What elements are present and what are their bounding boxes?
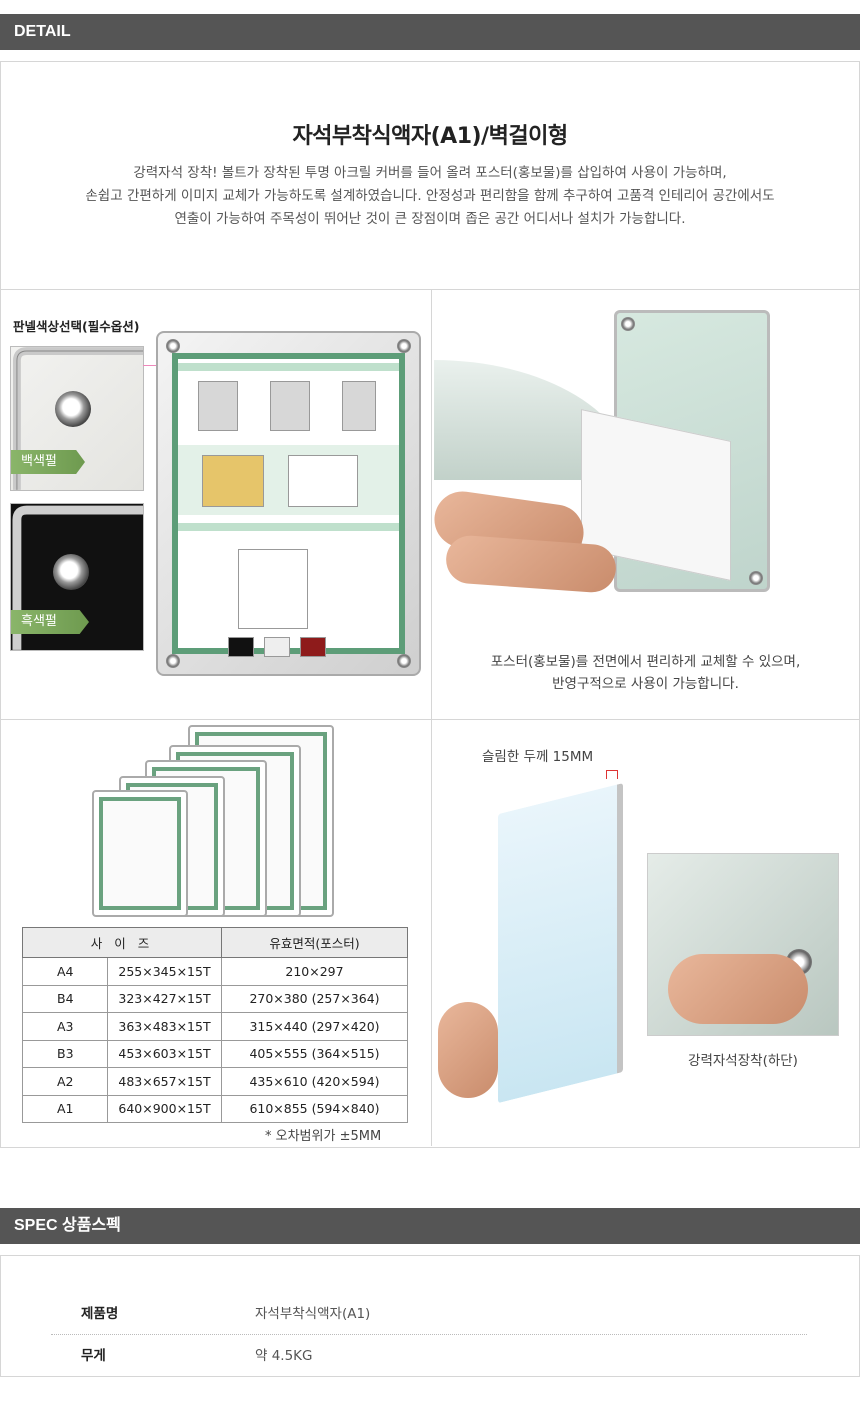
- area-cell: 270×380 (257×364): [221, 984, 408, 1013]
- detail-image-grid: 판넬색상선택(필수옵션) 백색펄 흑색펄: [0, 290, 860, 1148]
- dims-cell: 255×345×15T: [107, 957, 222, 986]
- panel-color-cell: 판넬색상선택(필수옵션) 백색펄 흑색펄: [1, 290, 432, 720]
- poster-band: [178, 363, 399, 371]
- description-line: 강력자석 장착! 볼트가 장착된 투명 아크릴 커버를 들어 올려 포스터(홍보…: [133, 165, 727, 181]
- area-cell: 405×555 (364×515): [221, 1039, 408, 1068]
- spec-key: 제품명: [81, 1306, 119, 1322]
- poster-band: [178, 523, 399, 531]
- thickness-label: 슬림한 두께 15MM: [482, 749, 594, 765]
- poster-image-block: [198, 381, 238, 431]
- tolerance-note: * 오차범위가 ±5MM: [265, 1129, 382, 1144]
- poster-image-block: [342, 381, 376, 431]
- product-description: 강력자석 장착! 볼트가 장착된 투명 아크릴 커버를 들어 올려 포스터(홍보…: [21, 162, 839, 231]
- spec-table: 제품명 자석부착식액자(A1) 무게 약 4.5KG: [0, 1255, 860, 1377]
- dims-cell: 323×427×15T: [107, 984, 222, 1013]
- model-cell: B4: [22, 984, 108, 1013]
- poster-paper: [178, 359, 399, 657]
- thickness-marker-icon: [606, 770, 618, 779]
- size-table: 사 이 즈 유효면적(포스터) A4 255×345×15T 210×297 B…: [22, 927, 408, 1123]
- dims-cell: 363×483×15T: [107, 1012, 222, 1041]
- table-row: A4 255×345×15T 210×297: [22, 957, 408, 986]
- poster-image-block: [228, 637, 254, 657]
- white-pearl-label: 백색펄: [11, 450, 85, 474]
- table-row: A2 483×657×15T 435×610 (420×594): [22, 1067, 408, 1096]
- table-header-row: 사 이 즈 유효면적(포스터): [22, 927, 408, 958]
- poster-image-block: [264, 637, 290, 657]
- black-pearl-swatch: 흑색펄: [10, 503, 144, 651]
- bolt-icon: [166, 339, 180, 353]
- poster-green-panel: [172, 353, 405, 657]
- bolt-icon: [749, 571, 763, 585]
- caption-line: 반영구적으로 사용이 가능합니다.: [552, 676, 739, 692]
- area-column-header: 유효면적(포스터): [221, 927, 408, 958]
- spec-row: 무게 약 4.5KG: [51, 1335, 807, 1377]
- product-intro: 자석부착식액자(A1)/벽걸이형 강력자석 장착! 볼트가 장착된 투명 아크릴…: [0, 61, 860, 290]
- magnet-caption: 강력자석장착(하단): [688, 1053, 798, 1069]
- area-cell: 610×855 (594×840): [221, 1094, 408, 1123]
- poster-image-block: [202, 455, 264, 507]
- dims-cell: 640×900×15T: [107, 1094, 222, 1123]
- frame-corner-icon: [12, 347, 143, 490]
- bolt-icon: [397, 654, 411, 668]
- model-cell: B3: [22, 1039, 108, 1068]
- bolt-icon: [166, 654, 180, 668]
- poster-change-cell: [432, 290, 859, 720]
- size-cell: [1, 720, 432, 1146]
- poster-frame-image: [156, 331, 421, 676]
- hand-image: [438, 1002, 498, 1098]
- table-row: B4 323×427×15T 270×380 (257×364): [22, 984, 408, 1013]
- model-cell: A2: [22, 1067, 108, 1096]
- white-pearl-swatch: 백색펄: [10, 346, 144, 491]
- side-view-frame-photo: [498, 783, 623, 1104]
- black-pearl-label: 흑색펄: [11, 610, 89, 634]
- bolt-icon: [397, 339, 411, 353]
- caption-line: 포스터(홍보물)를 전면에서 편리하게 교체할 수 있으며,: [490, 654, 801, 670]
- description-line: 손쉽고 간편하게 이미지 교체가 가능하도록 설계하였습니다. 안정성과 편리함…: [85, 188, 775, 204]
- bolt-icon: [53, 554, 89, 590]
- poster-change-caption: 포스터(홍보물)를 전면에서 편리하게 교체할 수 있으며, 반영구적으로 사용…: [432, 651, 859, 695]
- area-cell: 435×610 (420×594): [221, 1067, 408, 1096]
- spec-section-heading: SPEC 상품스펙: [0, 1208, 860, 1244]
- size-column-header: 사 이 즈: [22, 927, 222, 958]
- spec-value: 자석부착식액자(A1): [255, 1306, 371, 1322]
- detail-section-heading: DETAIL: [0, 14, 860, 50]
- model-cell: A1: [22, 1094, 108, 1123]
- table-row: A1 640×900×15T 610×855 (594×840): [22, 1094, 408, 1123]
- dims-cell: 453×603×15T: [107, 1039, 222, 1068]
- dims-cell: 483×657×15T: [107, 1067, 222, 1096]
- frame-corner-icon: [12, 505, 143, 650]
- bolt-icon: [55, 391, 91, 427]
- spec-row: 제품명 자석부착식액자(A1): [51, 1293, 807, 1335]
- bolt-icon: [621, 317, 635, 331]
- panel-color-title: 판넬색상선택(필수옵션): [13, 319, 140, 334]
- area-cell: 210×297: [221, 957, 408, 986]
- poster-image-block: [270, 381, 310, 431]
- table-row: B3 453×603×15T 405×555 (364×515): [22, 1039, 408, 1068]
- spec-value: 약 4.5KG: [255, 1348, 313, 1364]
- model-cell: A3: [22, 1012, 108, 1041]
- description-line: 연출이 가능하여 주목성이 뛰어난 것이 큰 장점이며 좁은 공간 어디서나 설…: [174, 211, 686, 227]
- product-title: 자석부착식액자(A1)/벽걸이형: [292, 124, 568, 149]
- poster-image-block: [288, 455, 358, 507]
- poster-image-block: [238, 549, 308, 629]
- magnet-photo: [647, 853, 839, 1036]
- frame-size-sample: [92, 790, 188, 917]
- area-cell: 315×440 (297×420): [221, 1012, 408, 1041]
- spec-key: 무게: [81, 1348, 106, 1364]
- poster-image-block: [300, 637, 326, 657]
- table-row: A3 363×483×15T 315×440 (297×420): [22, 1012, 408, 1041]
- model-cell: A4: [22, 957, 108, 986]
- hand-image: [668, 954, 808, 1024]
